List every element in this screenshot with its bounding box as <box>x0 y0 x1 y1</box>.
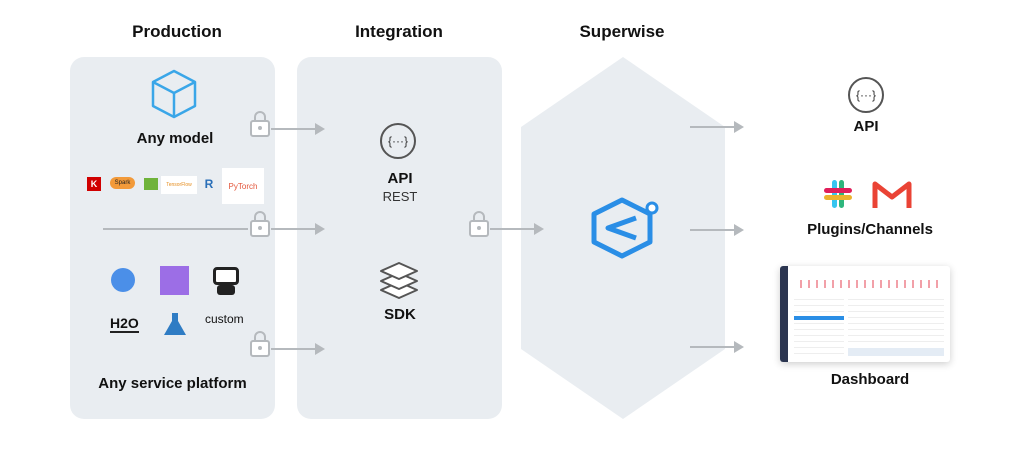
kubeflow-icon <box>111 268 135 292</box>
r-logo: R <box>200 177 218 191</box>
tensorflow-logo-text: TensorFlow <box>166 182 192 188</box>
pytorch-logo-text: PyTorch <box>228 181 258 191</box>
any-model-label: Any model <box>136 130 214 147</box>
h2o-logo: H2O <box>110 315 139 333</box>
superwise-logo <box>591 197 659 259</box>
arrow <box>690 224 744 236</box>
column-title-production: Production <box>132 22 222 41</box>
dashboard-screenshot[interactable] <box>780 266 950 362</box>
keras-logo: K <box>87 177 101 191</box>
integration-panel <box>297 57 502 419</box>
keras-logo-text: K <box>90 179 98 189</box>
spark-logo: Spark <box>110 177 135 189</box>
layers-icon <box>380 262 418 299</box>
divider-line <box>103 228 248 230</box>
lock-icon <box>250 211 270 237</box>
superwise-hexagon <box>521 57 725 419</box>
sdk-label: SDK <box>384 306 416 323</box>
r-logo-text: R <box>204 177 214 191</box>
arrow <box>271 223 325 235</box>
nvidia-logo <box>144 178 158 190</box>
tensorflow-logo: TensorFlow <box>161 176 197 194</box>
cube-icon <box>151 69 197 119</box>
custom-label: custom <box>205 312 244 326</box>
column-title-integration: Integration <box>355 22 443 41</box>
robot-icon <box>213 267 239 297</box>
api-output-icon: {···} <box>848 77 884 113</box>
lock-icon <box>469 211 489 237</box>
arrow <box>690 121 744 133</box>
arrow <box>271 343 325 355</box>
plugins-label: Plugins/Channels <box>807 221 933 238</box>
arrow <box>271 123 325 135</box>
rest-label: REST <box>382 189 418 204</box>
slack-icon <box>824 180 852 208</box>
arrow <box>490 223 544 235</box>
api-label: API <box>387 170 413 187</box>
lock-icon <box>250 111 270 137</box>
column-title-superwise: Superwise <box>579 22 665 41</box>
dashboard-label: Dashboard <box>830 371 910 388</box>
api-braces-icon: {···} <box>380 123 416 159</box>
azure-ml-icon <box>164 313 186 335</box>
any-platform-label: Any service platform <box>98 375 247 392</box>
neural-platform-icon <box>160 266 189 295</box>
spark-logo-text: Spark <box>114 180 131 186</box>
gmail-icon <box>872 181 912 208</box>
api-output-label: API <box>853 118 879 135</box>
arrow <box>690 341 744 353</box>
lock-icon <box>250 331 270 357</box>
pytorch-logo: PyTorch <box>222 168 264 204</box>
